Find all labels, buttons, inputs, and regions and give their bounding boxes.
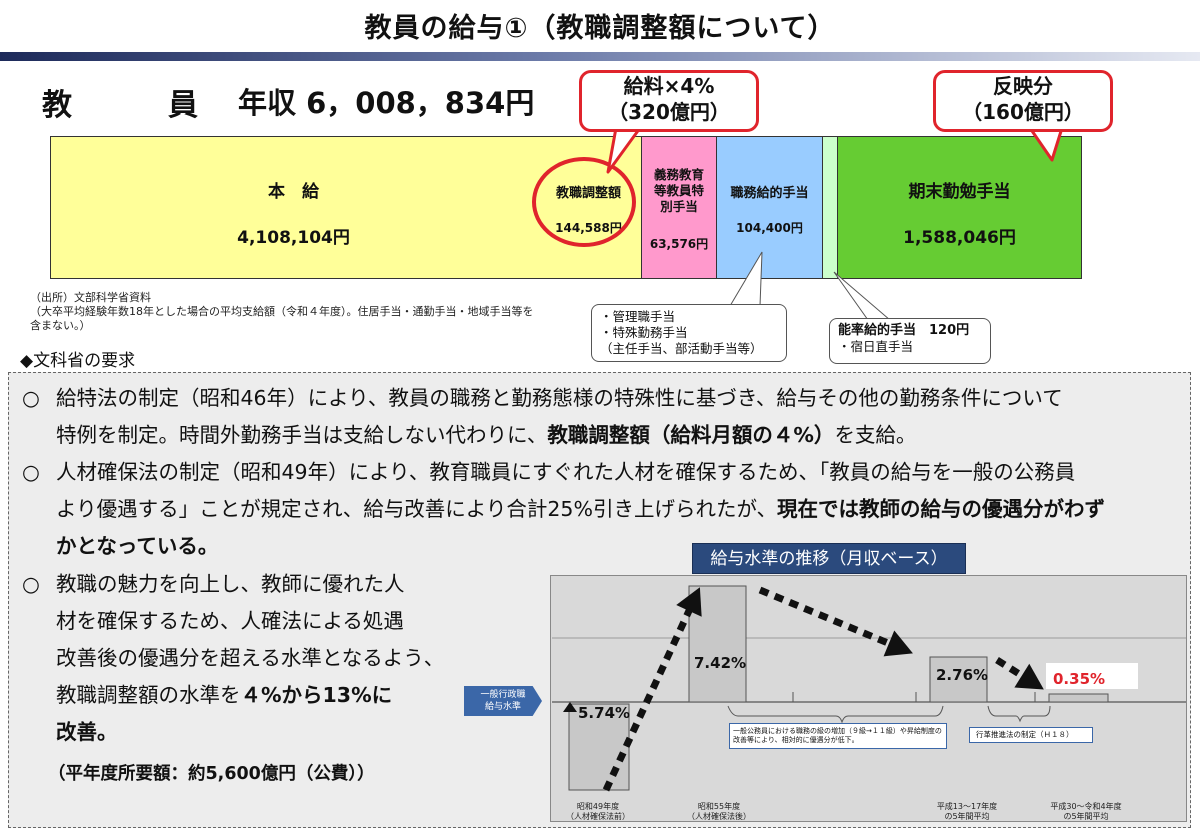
required-budget: （平年度所要額：約5,600億円（公費）） <box>48 764 375 784</box>
annual-salary: 年収 6，008，834円 <box>238 86 535 120</box>
callout-reflection: 反映分 （160億円） <box>933 70 1113 132</box>
category-label-2-line2: （人材確保法後） <box>687 812 751 821</box>
callout-pointers <box>606 126 1064 321</box>
category-label-1-line1: 昭和49年度 <box>576 802 620 811</box>
duty-note-line3: （主任手当、部活動手当等） <box>600 341 763 356</box>
bar-special-allowance: 義務教育等教員特別手当 63,576円 <box>641 136 717 279</box>
chart-up-arrow-icon <box>563 702 577 712</box>
chart-trend-arrow-1 <box>602 598 698 792</box>
chart-title: 給与水準の推移（月収ベース） <box>692 543 966 574</box>
chart-value-label-3: 2.76% <box>936 666 988 684</box>
highlight-circle <box>532 157 636 247</box>
ability-allowance-note: 能率給的手当 120円 ・宿日直手当 <box>829 318 991 364</box>
category-label-1: 昭和49年度 （人材確保法前） <box>552 802 644 822</box>
chart-value-label-1: 5.74% <box>578 704 630 722</box>
chart-trend-arrowhead-2 <box>883 630 913 657</box>
chart-note-grade-increase: 一般公務員における職務の級の増加（９級→１１級）や昇給制度の改善等により、相対的… <box>729 723 947 749</box>
p1-line1: 給特法の制定（昭和46年）により、教員の職務と勤務態様の特殊性に基づき、給与その… <box>56 386 1063 410</box>
callout-four-percent-line2: （320億円） <box>608 100 730 124</box>
chart-label-bg-4 <box>1046 663 1138 689</box>
bar-bonus: 期末勤勉手当 1,588,046円 <box>837 136 1082 279</box>
category-label-4-line1: 平成30～令和4年度 <box>1050 802 1122 811</box>
p3-emphasis: ４%から13%に <box>240 683 393 707</box>
bar-bonus-name: 期末勤勉手当 <box>908 182 1011 202</box>
request-paragraph-2: ○ 人材確保法の制定（昭和49年）により、教育職員にすぐれた人材を確保するため、「… <box>22 454 1187 565</box>
p1-line2: 特例を制定。時間外勤務手当は支給しない代わりに、 <box>56 423 548 447</box>
bar-duty-allowance-name: 職務給的手当 <box>730 186 809 201</box>
ability-note-line1: 能率給的手当 120円 <box>838 323 970 338</box>
chart-value-label-4: 0.35% <box>1053 670 1105 688</box>
category-label-1-line2: （人材確保法前） <box>566 812 630 821</box>
request-paragraph-1: ○ 給特法の制定（昭和46年）により、教員の職務と勤務態様の特殊性に基づき、給与そ… <box>22 380 1182 454</box>
category-label-4-line2: の5年間平均 <box>1063 812 1109 821</box>
bar-bonus-value: 1,588,046円 <box>903 228 1016 248</box>
callout-four-percent-line1: 給料×4% <box>623 74 715 98</box>
p2-line1: 人材確保法の制定（昭和49年）により、教育職員にすぐれた人材を確保するため、「教… <box>56 460 1076 484</box>
category-label-3-line1: 平成13～17年度 <box>936 802 998 811</box>
baseline-tag: 一般行政職 給与水準 <box>464 686 542 716</box>
duty-allowance-note: ・管理職手当 ・特殊勤務手当 （主任手当、部活動手当等） <box>591 304 787 362</box>
source-note-line2: （大卒平均経験年数18年とした場合の平均支給額（令和４年度）。住居手当・通勤手当… <box>30 305 534 318</box>
bar-duty-allowance-value: 104,400円 <box>736 221 803 235</box>
source-note: （出所）文部科学省資料 （大卒平均経験年数18年とした場合の平均支給額（令和４年… <box>30 291 590 333</box>
chart-note-reform-law: 行革推進法の制定（Ｈ１８） <box>969 727 1093 743</box>
baseline-tag-line2: 給与水準 <box>484 702 521 712</box>
salary-label-teacher-2: 員 <box>168 88 198 123</box>
callout-reflection-line2: （160億円） <box>962 100 1084 124</box>
category-label-2: 昭和55年度 （人材確保法後） <box>673 802 765 822</box>
category-label-2-line1: 昭和55年度 <box>697 802 741 811</box>
request-heading: ◆文科省の要求 <box>20 351 136 371</box>
chart-trend-arrowhead-3 <box>1014 663 1044 690</box>
p3-line4: 教職調整額の水準を <box>56 683 241 707</box>
ability-note-line2: ・宿日直手当 <box>838 339 914 354</box>
chart-bar-3 <box>929 656 988 703</box>
p2-line2: より優遇する」ことが規定され、給与改善により合計25%引き上げられたが、 <box>56 497 778 521</box>
bar-base-salary: 本 給 4,108,104円 <box>50 136 537 279</box>
chart-trend-arrow-2 <box>758 586 902 652</box>
p2-emphasis: 現在では教師の給与の優遇分がわず <box>777 497 1106 521</box>
bar-special-allowance-value: 63,576円 <box>649 237 709 251</box>
category-label-3: 平成13～17年度 の5年間平均 <box>919 802 1015 822</box>
category-label-3-line2: の5年間平均 <box>944 812 990 821</box>
callout-reflection-line1: 反映分 <box>993 74 1053 98</box>
p1-line2-end: を支給。 <box>834 423 917 447</box>
page-title: 教員の給与①（教職調整額について） <box>364 13 836 44</box>
chart-bar-4 <box>1048 693 1109 703</box>
baseline-tag-line1: 一般行政職 <box>480 690 526 700</box>
p3-line2: 材を確保するため、人確法による処遇 <box>56 609 404 633</box>
bullet-mark: ○ <box>22 386 40 410</box>
chart-value-label-2: 7.42% <box>694 654 746 672</box>
bar-base-salary-name: 本 給 <box>268 182 319 202</box>
p3-emphasis-end: 改善。 <box>56 720 118 744</box>
category-label-4: 平成30～令和4年度 の5年間平均 <box>1032 802 1140 822</box>
salary-label-teacher-1: 教 <box>42 88 72 123</box>
bar-duty-allowance: 職務給的手当 104,400円 <box>716 136 823 279</box>
bar-special-allowance-name: 義務教育等教員特別手当 <box>653 167 704 214</box>
p3-line3: 改善後の優遇分を超える水準となるよう、 <box>56 646 445 670</box>
p1-emphasis: 教職調整額（給料月額の４%） <box>547 423 835 447</box>
callout-four-percent: 給料×4% （320億円） <box>579 70 759 132</box>
bullet-mark: ○ <box>22 572 40 596</box>
p2-emphasis-end: かとなっている。 <box>56 534 219 558</box>
source-note-line1: （出所）文部科学省資料 <box>30 291 151 304</box>
chart-bracket-2 <box>987 705 1051 723</box>
source-note-line3: 含まない。） <box>30 319 91 332</box>
chart-bracket-1 <box>727 705 944 724</box>
request-paragraph-3: ○ 教職の魅力を向上し、教師に優れた人 材を確保するため、人確法による処遇 改善後… <box>22 566 542 751</box>
p3-line1: 教職の魅力を向上し、教師に優れた人 <box>56 572 405 596</box>
chart-trend-arrowhead-1 <box>676 587 702 617</box>
title-rule <box>0 52 1200 61</box>
bullet-mark: ○ <box>22 460 40 484</box>
duty-note-line1: ・管理職手当 <box>600 309 676 324</box>
bar-base-salary-value: 4,108,104円 <box>237 228 350 248</box>
duty-note-line2: ・特殊勤務手当 <box>600 325 688 340</box>
